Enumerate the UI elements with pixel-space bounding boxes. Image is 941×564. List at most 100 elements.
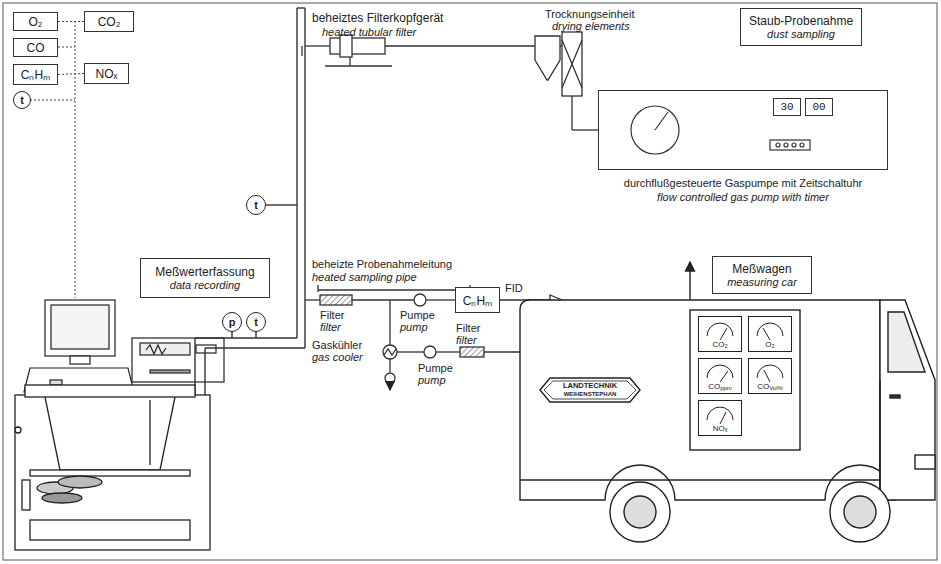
gauge-dial (707, 365, 733, 382)
node-text: NOₓ (96, 67, 118, 81)
boiler (15, 427, 21, 433)
analyte-box: CO (13, 38, 58, 57)
node-text: Staub-Probenahme (749, 14, 853, 28)
logo-text: LANDTECHNIK (563, 382, 617, 390)
measuring-van (610, 482, 670, 542)
measuring-van (880, 300, 935, 500)
part-label: Filter (320, 309, 344, 321)
chimney-pipe (231, 332, 232, 338)
frame-border (3, 3, 937, 560)
node-text: t (20, 94, 24, 106)
gas-pump-details (792, 143, 796, 147)
frame-border (3, 3, 937, 560)
part-label: Pumpe (418, 362, 453, 374)
signal-line (58, 74, 84, 75)
part-label: Filter (456, 322, 480, 334)
section-title: Meßwagenmeasuring car (712, 256, 812, 294)
gas-pump-box: durchflußgesteuerte Gaspumpe mit Zeitsch… (598, 90, 888, 210)
node-text: CO (27, 41, 45, 55)
part-label: drying elements (552, 20, 630, 32)
analyte-box: CₙHₘ (13, 64, 58, 85)
part-label: filter (320, 321, 341, 333)
boiler (42, 493, 82, 503)
gauge-dial (707, 323, 733, 340)
heated-sampling-line (318, 289, 470, 290)
part-label: filter (456, 334, 477, 346)
node-text: dust sampling (767, 28, 835, 40)
boiler (58, 476, 102, 488)
heated-sampling-line (397, 351, 424, 352)
top-sampling-line (301, 46, 302, 56)
top-sampling-line (340, 35, 352, 57)
node-text: Meßwagen (732, 262, 791, 276)
heated-sampling-line (317, 285, 318, 292)
signal-bus (30, 100, 75, 101)
heated-sampling-line (424, 346, 436, 358)
heated-sampling-line (352, 299, 414, 300)
part-label: beheizte Probenahmeleitung (312, 258, 452, 270)
node-text: O₂ (29, 15, 43, 29)
chimney-pipe (304, 8, 305, 348)
chimney-pipe (297, 7, 305, 8)
fid-analyser: CₙHₘ (455, 287, 500, 313)
chimney-pipe (195, 8, 305, 395)
node-text: CO₂ (98, 15, 121, 29)
top-sampling-line (302, 32, 598, 130)
top-sampling-line (349, 57, 350, 66)
gauge-display: COVol% (748, 358, 792, 394)
top-sampling-line (571, 96, 572, 130)
analyte-box: NOₓ (84, 63, 129, 84)
part-label: pump (400, 321, 428, 333)
boiler (149, 400, 150, 465)
part-label: beheiztes Filterkopfgerät (312, 12, 443, 24)
node-text: t (254, 316, 258, 328)
section-title: Staub-Probenahmedust sampling (740, 8, 862, 46)
gauge-display: COppm (698, 358, 742, 394)
signal-bus (75, 21, 76, 298)
heated-sampling-line (389, 359, 390, 372)
node-text: O₂ (765, 340, 774, 349)
node-text: Vol% (769, 385, 783, 391)
boiler (45, 397, 175, 470)
computer (24, 300, 224, 392)
signal-bus (30, 21, 75, 298)
logo-text: WEIHENSTEPHAN (564, 391, 617, 398)
measuring-van (520, 262, 935, 542)
boiler (30, 470, 190, 476)
top-sampling-line (330, 38, 385, 54)
node-text: CₙHₘ (21, 66, 50, 83)
heated-sampling-line (389, 383, 390, 390)
chimney-pipe (204, 348, 205, 395)
computer (140, 343, 190, 355)
measuring-van (540, 378, 640, 402)
gauge-display: CO₂ (698, 316, 742, 352)
chimney-pipe (296, 8, 297, 338)
part-label: Trocknungseinheit (545, 8, 634, 20)
node-text: durchflußgesteuerte Gaspumpe mit Zeitsch… (598, 176, 888, 190)
top-sampling-line (385, 45, 535, 46)
node-text: CO (757, 382, 769, 391)
part-label: pump (418, 374, 446, 386)
computer (51, 305, 109, 349)
signal-bus (58, 47, 75, 48)
node-text: 00 (812, 101, 825, 113)
heated-sampling-line (460, 347, 484, 357)
node-text: NOₓ (713, 424, 728, 433)
pump-housing (598, 90, 888, 170)
computer (146, 345, 166, 354)
boiler (22, 480, 30, 510)
computer (196, 345, 216, 353)
gauge-display: O₂ (748, 316, 792, 352)
computer (45, 300, 115, 356)
chimney-pipe (195, 337, 297, 338)
boiler (25, 385, 195, 397)
gas-pump-details (784, 143, 788, 147)
measuring-van (689, 262, 690, 300)
gauge-dial (757, 323, 783, 340)
analyte-box: CO₂ (84, 11, 134, 32)
temperature-sensor: t (246, 312, 266, 332)
part-label: gas cooler (312, 351, 363, 363)
part-label: FID (505, 282, 523, 294)
top-sampling-line (562, 40, 582, 88)
